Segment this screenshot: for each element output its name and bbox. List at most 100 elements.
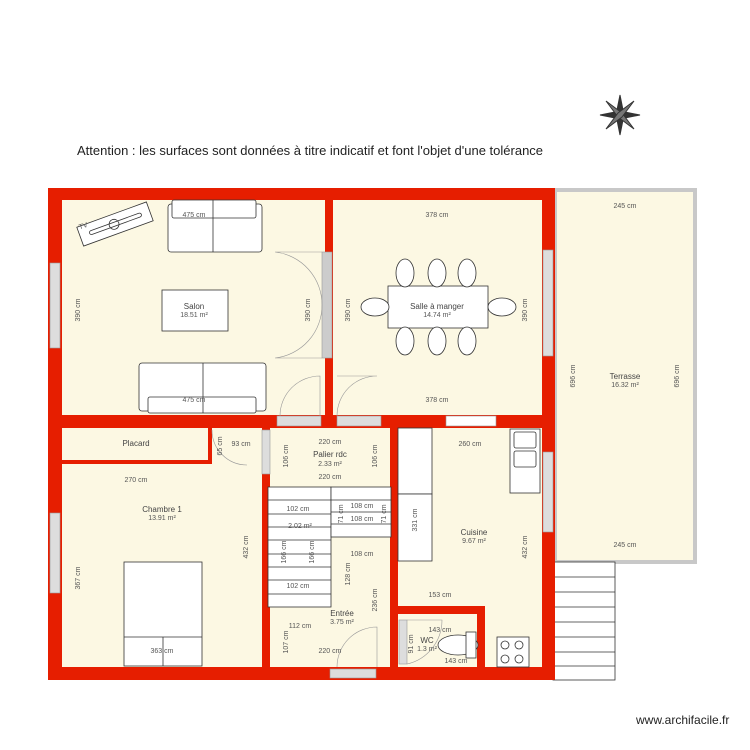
kitchen-counter (397, 427, 433, 495)
door-frame (321, 251, 333, 359)
dimension-label: 108 cm (351, 516, 374, 523)
surface-notice: Attention : les surfaces sont données à … (77, 143, 544, 158)
dimension-label: 432 cm (522, 535, 529, 558)
room-area-escalier: 2.02 m² (288, 523, 312, 530)
room-area-cuisine: 9.67 m² (462, 538, 486, 545)
room-area-wc: 1.3 m² (417, 646, 438, 653)
dimension-label: 166 cm (281, 540, 288, 563)
dimension-label: 390 cm (522, 298, 529, 321)
dimension-label: 390 cm (75, 298, 82, 321)
door-frame (398, 619, 408, 665)
dimension-label: 432 cm (243, 535, 250, 558)
dimension-label: 236 cm (372, 588, 379, 611)
dimension-label: 112 cm (289, 623, 312, 630)
room-name-salon: Salon (184, 302, 204, 311)
dimension-label: 106 cm (372, 444, 379, 467)
toilet-icon (437, 631, 479, 659)
dimension-label: 91 cm (408, 634, 415, 653)
chairs (360, 258, 517, 356)
compass-icon (599, 94, 641, 136)
dimension-label: 143 cm (429, 627, 452, 634)
dimension-label: 270 cm (125, 477, 148, 484)
sofa (138, 362, 267, 414)
dimension-label: 260 cm (459, 441, 482, 448)
door-frame (276, 415, 322, 427)
dimension-label: 220 cm (319, 439, 342, 446)
dimension-label: 390 cm (345, 298, 352, 321)
dimension-label: 93 cm (231, 441, 250, 448)
dimension-label: 220 cm (319, 648, 342, 655)
dimension-label: 245 cm (614, 542, 637, 549)
dimension-label: 71 cm (381, 504, 388, 523)
interior-stairs (267, 486, 392, 608)
room-area-entree: 3.75 m² (330, 619, 354, 626)
dimension-label: 65 cm (217, 436, 224, 455)
dimension-label: 475 cm (183, 397, 206, 404)
dimension-label: 696 cm (674, 364, 681, 387)
dimension-label: 220 cm (319, 474, 342, 481)
dimension-label: 102 cm (287, 506, 310, 513)
door-swing (274, 304, 323, 359)
dimension-label: 143 cm (445, 658, 468, 665)
window (542, 451, 554, 533)
room-name-placard: Placard (122, 439, 149, 448)
sofa (167, 199, 263, 253)
dimension-label: 108 cm (351, 551, 374, 558)
dimension-label: 106 cm (283, 444, 290, 467)
dimension-label: 378 cm (426, 397, 449, 404)
door-swing (211, 429, 248, 466)
dimension-label: 153 cm (429, 592, 452, 599)
door-swing (406, 619, 443, 665)
exterior-stairs (552, 561, 616, 681)
room-name-chambre: Chambre 1 (142, 505, 182, 514)
coffee-table (161, 289, 229, 332)
window (49, 512, 61, 594)
room-area-salon: 18.51 m² (180, 312, 208, 319)
dimension-label: 696 cm (570, 364, 577, 387)
dimension-label: 475 cm (183, 212, 206, 219)
room-area-chambre: 13.91 m² (148, 515, 176, 522)
window (542, 249, 554, 357)
dimension-label: 166 cm (309, 540, 316, 563)
dimension-label: 102 cm (287, 583, 310, 590)
dimension-label: 108 cm (351, 503, 374, 510)
door-swing (336, 626, 378, 668)
room-name-wc: WC (420, 636, 434, 645)
dimension-label: 331 cm (412, 508, 419, 531)
tv-unit (76, 201, 154, 247)
kitchen-counter (397, 493, 433, 562)
room-name-salle-a-manger: Salle à manger (410, 302, 464, 311)
room-name-terrasse: Terrasse (610, 372, 641, 381)
room-area-terrasse: 16.32 m² (611, 382, 639, 389)
room-area-salle-a-manger: 14.74 m² (423, 312, 451, 319)
door-swing (279, 375, 321, 417)
window (329, 668, 377, 679)
window (49, 262, 61, 349)
room-name-palier: Palier rdc (313, 450, 347, 459)
brand-watermark: www.archifacile.fr (636, 713, 730, 727)
dimension-label: 128 cm (345, 562, 352, 585)
room-area-palier: 2.33 m² (318, 461, 342, 468)
palier-room[interactable] (270, 428, 390, 486)
dimension-label: 390 cm (305, 298, 312, 321)
tv-label: TV (78, 222, 89, 232)
placard-room[interactable] (62, 428, 208, 460)
dimension-label: 378 cm (426, 212, 449, 219)
door-swing (336, 375, 378, 417)
door-frame (336, 415, 382, 427)
dimension-label: 367 cm (75, 566, 82, 589)
bed (123, 561, 203, 667)
room-name-entree: Entrée (330, 609, 354, 618)
door-swing (274, 251, 323, 306)
dimension-label: 363 cm (151, 648, 174, 655)
stove-icon (496, 636, 530, 668)
dimension-label: 71 cm (338, 504, 345, 523)
door-frame (261, 429, 271, 475)
room-name-cuisine: Cuisine (461, 528, 488, 537)
dimension-label: 107 cm (283, 630, 290, 653)
terrasse-room[interactable] (553, 188, 697, 564)
wc-wall (398, 606, 485, 614)
dimension-label: 245 cm (614, 203, 637, 210)
